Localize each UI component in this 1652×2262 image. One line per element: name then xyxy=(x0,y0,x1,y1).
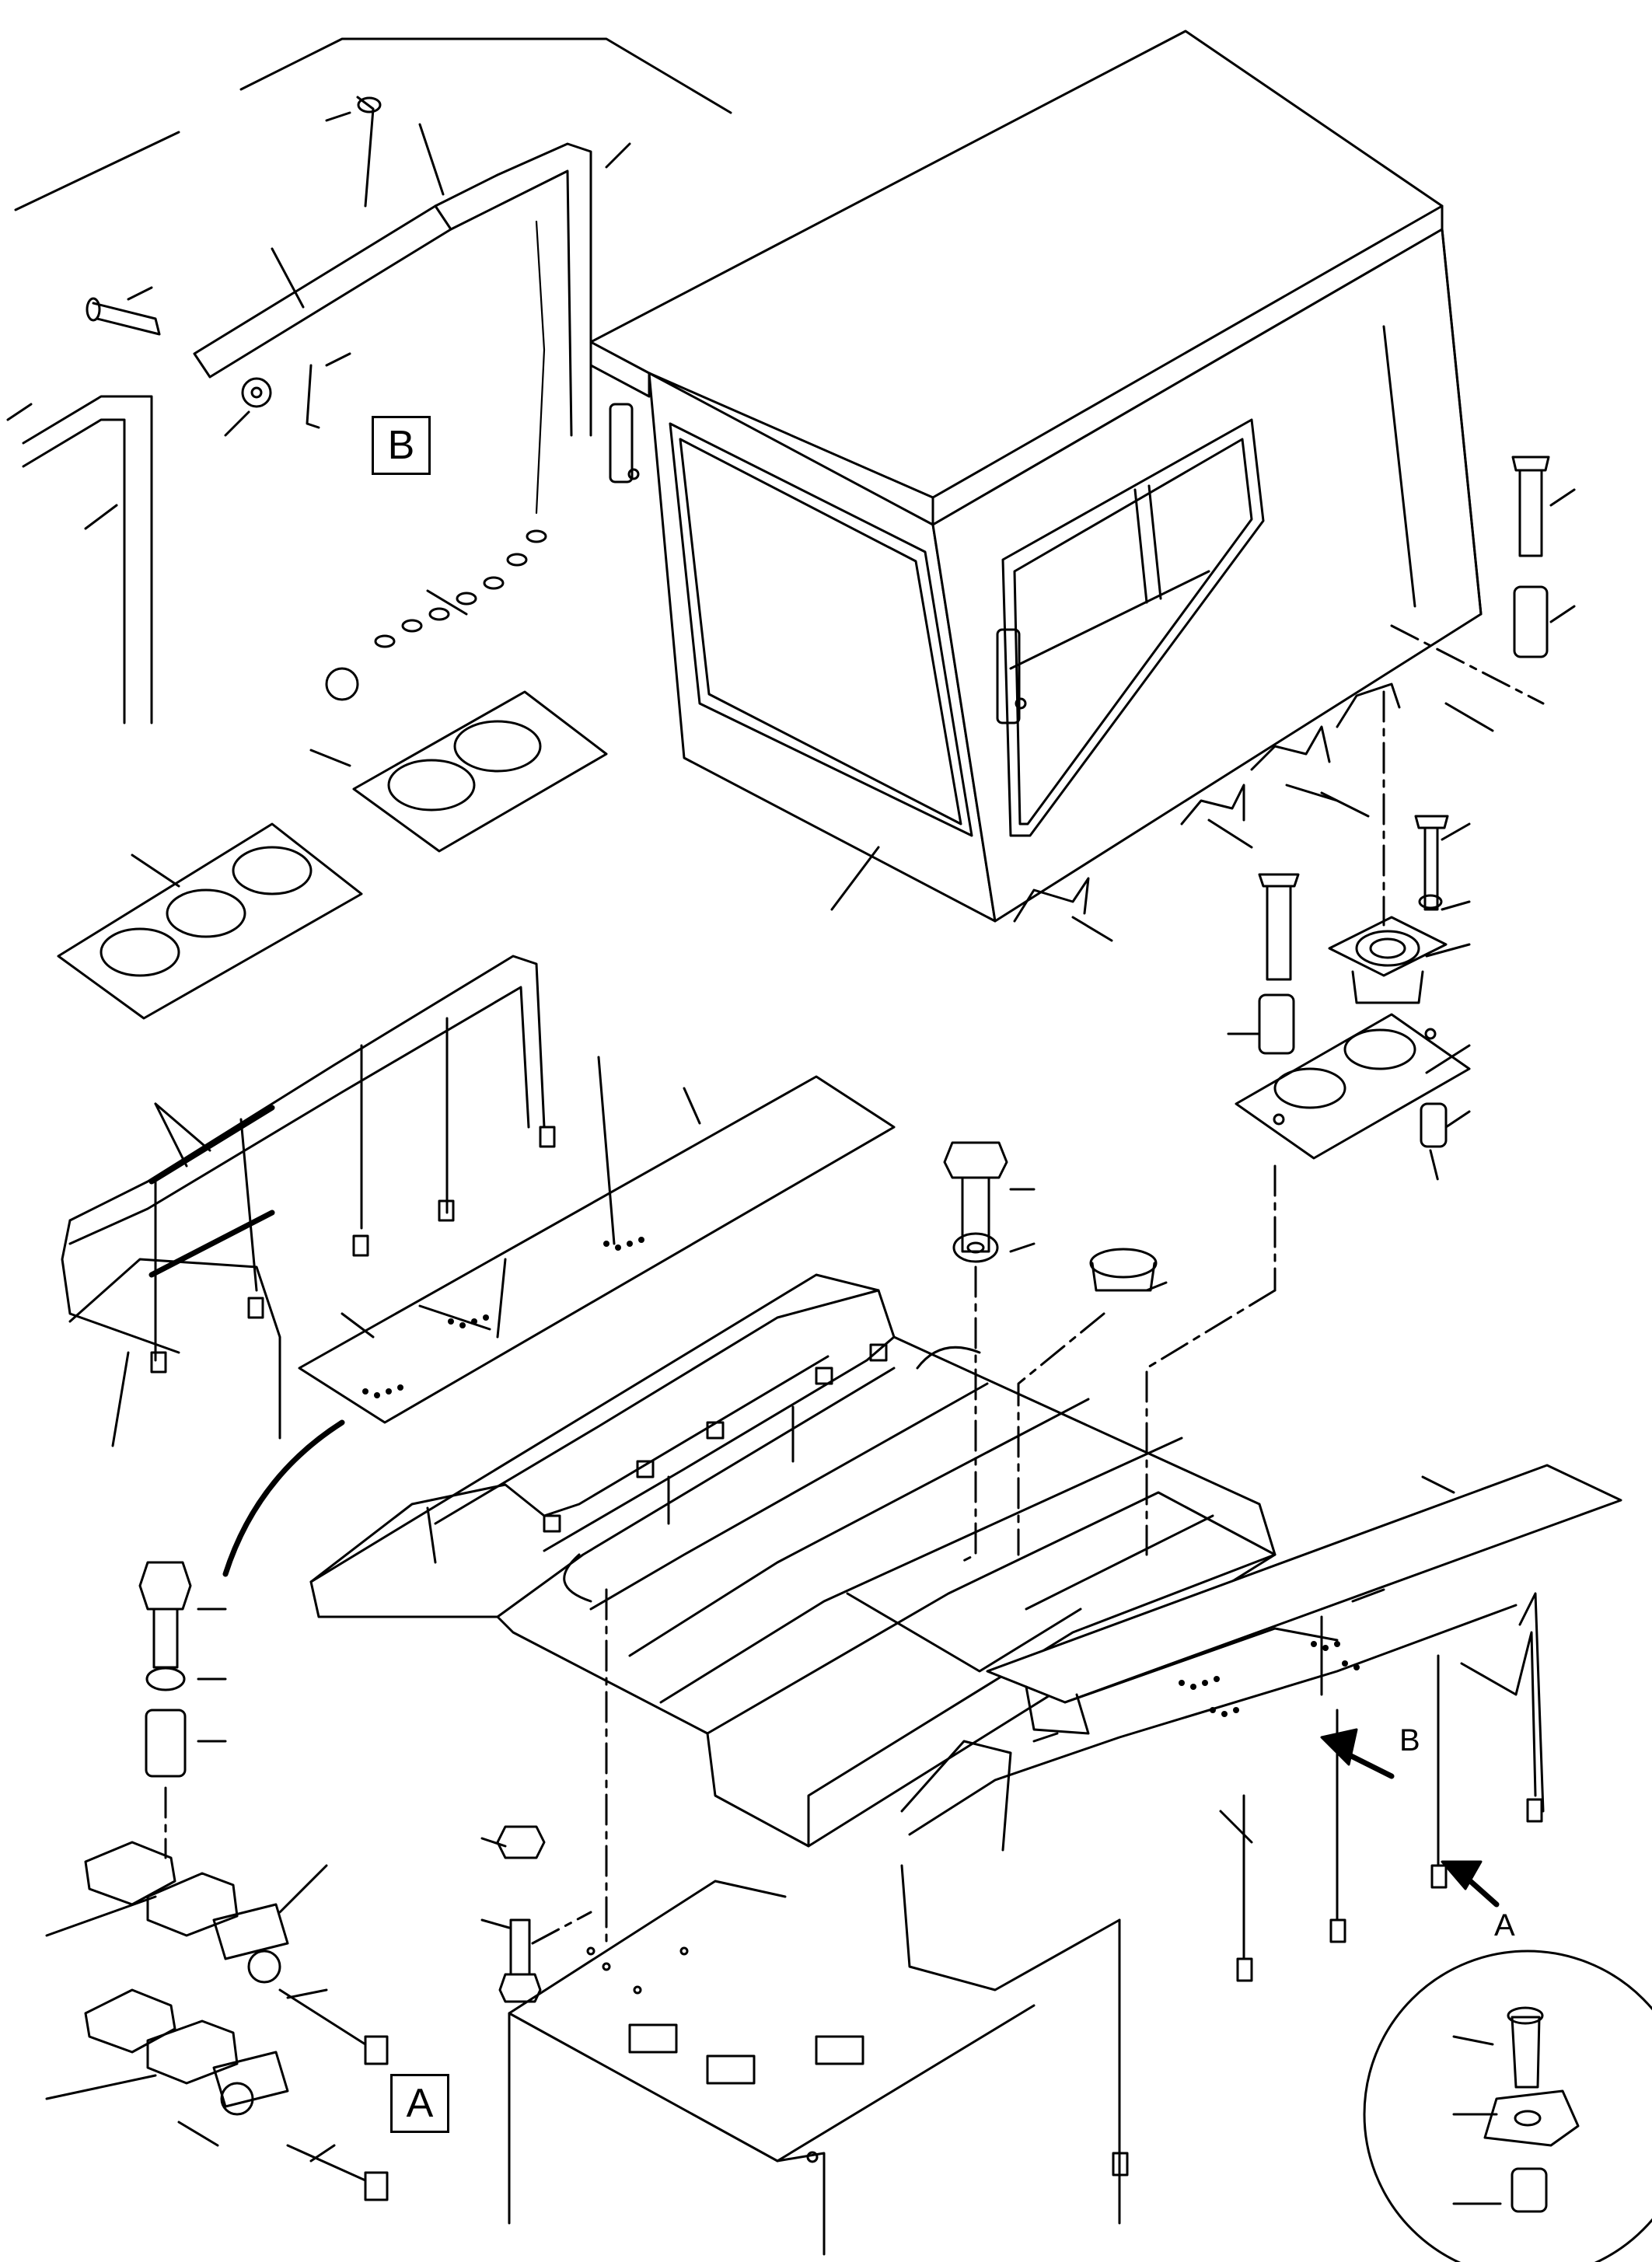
gasket-plates xyxy=(57,690,608,1020)
left-railing-walkway xyxy=(61,955,896,1577)
detail-a-label: A xyxy=(390,2074,449,2133)
lower-housing xyxy=(508,1588,1036,2256)
cab-mount-isolator xyxy=(1071,456,1576,1292)
center-bolt-cap xyxy=(943,1141,1277,1564)
detail-b-label: B xyxy=(372,416,431,475)
main-frame xyxy=(309,1273,1277,1848)
operator-cab xyxy=(589,30,1483,923)
circular-detail-view xyxy=(1363,1950,1652,2262)
right-walkway-railing xyxy=(900,1464,1622,2225)
arrow-b-label: B xyxy=(1399,1723,1420,1758)
detail-b-railing-pin xyxy=(6,37,732,724)
arrow-a-label: A xyxy=(1494,1908,1515,1943)
detail-a-clamp xyxy=(45,1561,546,2201)
